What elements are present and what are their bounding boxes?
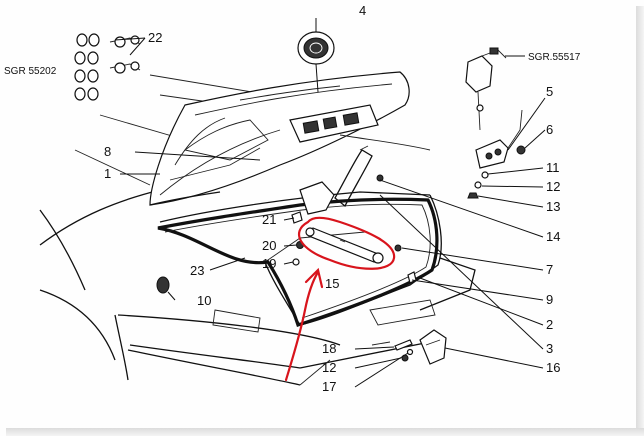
callout-14: 14 xyxy=(546,229,560,244)
callout-18: 18 xyxy=(322,341,336,356)
striker xyxy=(419,329,447,365)
page-shadow-right xyxy=(636,6,644,436)
red-ellipse xyxy=(297,216,396,270)
car-body xyxy=(39,74,476,386)
callout-16: 16 xyxy=(546,360,560,375)
callout-5: 5 xyxy=(546,84,553,99)
trunk-seal xyxy=(157,197,439,328)
washer-12 xyxy=(474,181,482,189)
callout-4: 4 xyxy=(359,3,366,18)
red-highlight-annotation xyxy=(284,216,396,382)
callout-12b: 12 xyxy=(322,360,336,375)
bulb-kit xyxy=(74,33,141,101)
callout-19: 19 xyxy=(262,256,276,271)
trunk-lock xyxy=(475,109,523,169)
ref-right: SGR.55517 xyxy=(528,52,581,63)
callout-2: 2 xyxy=(546,317,553,332)
red-arrow-shaft xyxy=(284,270,320,382)
bracket-21 xyxy=(291,211,303,224)
seal-inner xyxy=(164,203,431,319)
trunk-lid-exploded-diagram: SGR 55202 SGR.55517 22 4 5 6 8 1 11 12 1… xyxy=(4,3,581,394)
callout-20: 20 xyxy=(262,238,276,253)
screw-13 xyxy=(467,192,479,199)
callout-21: 21 xyxy=(262,212,276,227)
badge-emblem xyxy=(297,31,335,65)
leader-lines xyxy=(114,18,546,388)
red-arrow-head xyxy=(304,267,324,289)
callout-8: 8 xyxy=(104,144,111,159)
callout-10: 10 xyxy=(197,293,211,308)
callout-23: 23 xyxy=(190,263,204,278)
callout-7: 7 xyxy=(546,262,553,277)
washer-17 xyxy=(406,348,414,356)
callout-3: 3 xyxy=(546,341,553,356)
page-shadow-bottom xyxy=(6,428,644,436)
callout-22: 22 xyxy=(148,30,162,45)
hinge-assembly xyxy=(299,145,384,215)
callout-17: 17 xyxy=(322,379,336,394)
callout-1: 1 xyxy=(104,166,111,181)
bolt-18 xyxy=(394,339,413,351)
gas-strut xyxy=(305,227,384,264)
washer-11 xyxy=(481,171,489,179)
ref-left: SGR 55202 xyxy=(4,66,57,77)
nut-6 xyxy=(516,145,526,155)
callout-13: 13 xyxy=(546,199,560,214)
callout-15: 15 xyxy=(325,276,339,291)
nut-7 xyxy=(394,244,402,252)
callout-9: 9 xyxy=(546,292,553,307)
callout-11: 11 xyxy=(546,160,560,175)
lock-actuator xyxy=(465,47,507,131)
washer-19 xyxy=(292,258,300,266)
callout-6: 6 xyxy=(546,122,553,137)
callout-12a: 12 xyxy=(546,179,560,194)
trunk-lid xyxy=(149,71,431,206)
bump-stop xyxy=(156,276,170,294)
